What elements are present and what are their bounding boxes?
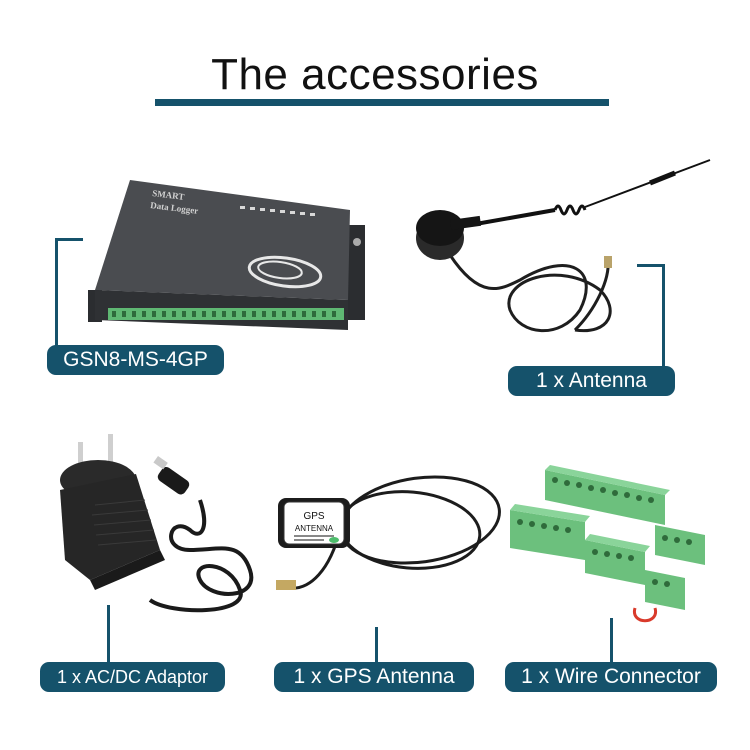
logger-label-smart: SMART bbox=[152, 188, 185, 202]
antenna-callout-v bbox=[662, 264, 665, 374]
gps-callout bbox=[375, 627, 378, 665]
gps-puck-text-2: ANTENNA bbox=[295, 524, 334, 533]
gps-puck-text-1: GPS bbox=[303, 511, 324, 522]
gps-antenna-image: GPS ANTENNA bbox=[276, 475, 501, 590]
data-logger-image: SMART Data Logger bbox=[88, 180, 365, 330]
logger-label: GSN8-MS-4GP bbox=[47, 345, 224, 375]
antenna-image bbox=[416, 159, 711, 333]
adaptor-label: 1 x AC/DC Adaptor bbox=[40, 662, 225, 692]
gps-label: 1 x GPS Antenna bbox=[274, 662, 474, 692]
antenna-label: 1 x Antenna bbox=[508, 366, 675, 396]
wire-connector-image bbox=[510, 465, 705, 623]
logger-callout-v bbox=[55, 238, 58, 348]
adaptor-callout bbox=[107, 605, 110, 665]
antenna-callout-h bbox=[637, 264, 665, 267]
adaptor-image bbox=[60, 434, 254, 613]
connector-callout bbox=[610, 618, 613, 665]
connector-label: 1 x Wire Connector bbox=[505, 662, 717, 692]
title-underline bbox=[155, 99, 609, 106]
logger-callout-h bbox=[55, 238, 83, 241]
page-title: The accessories bbox=[211, 50, 539, 99]
